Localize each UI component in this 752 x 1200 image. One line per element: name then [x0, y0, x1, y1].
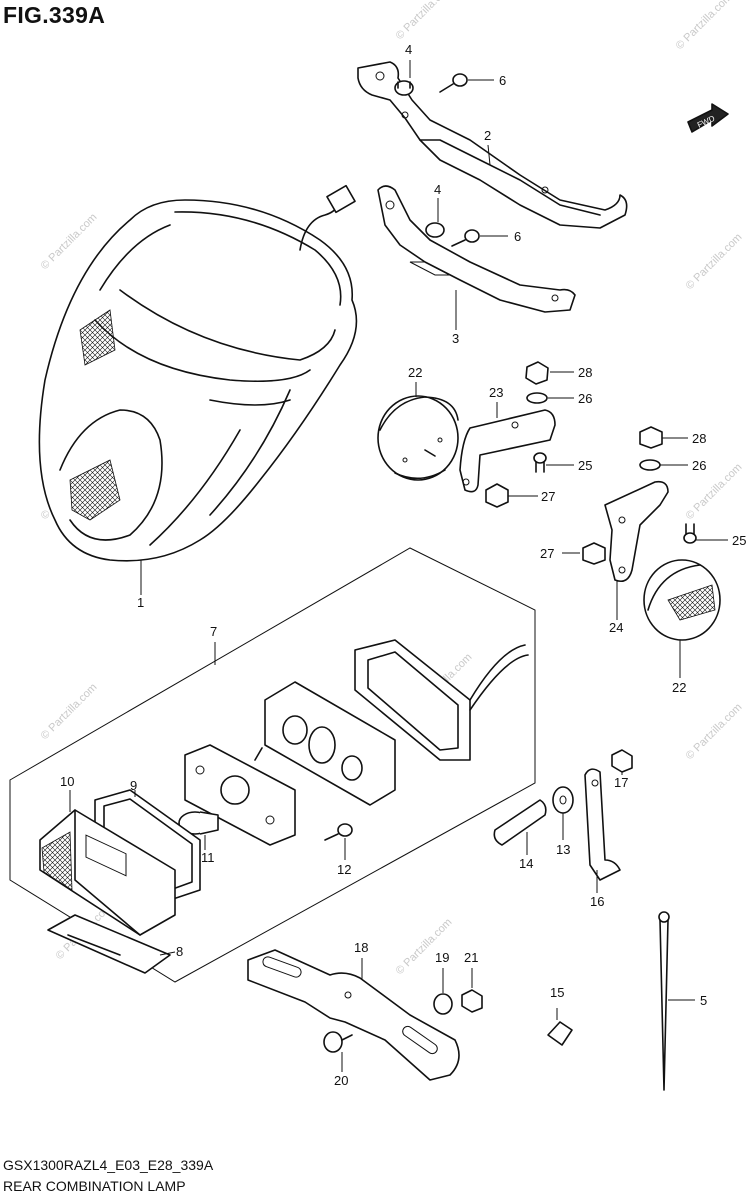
fwd-arrow-icon: FWD [687, 103, 729, 133]
bracket-16 [584, 768, 621, 881]
nut-21 [461, 989, 483, 1013]
figure-name: REAR COMBINATION LAMP [3, 1178, 186, 1194]
bolt-25-left [533, 452, 547, 473]
bracket-24 [604, 480, 669, 583]
cable-tie-5 [658, 911, 670, 1091]
license-lamp-kit-outline [9, 547, 536, 983]
callout-27-left: 27 [541, 489, 555, 504]
callout-6-upper: 6 [499, 73, 506, 88]
rear-combination-lamp-housing [38, 184, 358, 562]
callout-4-lower: 4 [434, 182, 441, 197]
screw-6-upper [439, 73, 468, 93]
bracket-23 [459, 409, 556, 493]
callout-28-right: 28 [692, 431, 706, 446]
callout-21: 21 [464, 950, 478, 965]
leader-lines [69, 60, 728, 1072]
callout-9: 9 [130, 778, 137, 793]
nut-27-left [485, 483, 509, 508]
watermark: © Partzilla.com [674, 0, 735, 52]
callout-2: 2 [484, 128, 491, 143]
reflector-22-right [643, 559, 721, 641]
callout-17: 17 [614, 775, 628, 790]
callout-14: 14 [519, 856, 533, 871]
callout-28-left: 28 [578, 365, 592, 380]
watermark: © Partzilla.com [684, 231, 745, 292]
bracket-3 [377, 185, 576, 313]
nut-28-left [525, 361, 549, 385]
callout-18: 18 [354, 940, 368, 955]
callout-10: 10 [60, 774, 74, 789]
callout-22-right: 22 [672, 680, 686, 695]
lens-10 [39, 809, 176, 936]
bulb-11 [178, 811, 219, 835]
watermark: © Partzilla.com [39, 211, 100, 272]
callout-26-right: 26 [692, 458, 706, 473]
callout-8: 8 [176, 944, 183, 959]
figure-code: GSX1300RAZL4_E03_E28_339A [3, 1157, 214, 1173]
washer-13 [552, 786, 574, 814]
callout-12: 12 [337, 862, 351, 877]
callout-6-lower: 6 [514, 229, 521, 244]
callout-27-right: 27 [540, 546, 554, 561]
bolt-25-right [683, 523, 697, 544]
nut-27-right [582, 542, 606, 565]
bracket-18 [247, 949, 460, 1081]
callout-numbers: 1 2 3 4 4 5 6 6 7 8 9 10 11 12 13 14 15 … [60, 42, 746, 1088]
callout-20: 20 [334, 1073, 348, 1088]
callout-25-right: 25 [732, 533, 746, 548]
bolt-4-lower [425, 222, 445, 238]
callout-15: 15 [550, 985, 564, 1000]
screw-6-lower [451, 229, 480, 247]
callout-16: 16 [590, 894, 604, 909]
callout-4-upper: 4 [405, 42, 412, 57]
callout-5: 5 [700, 993, 707, 1008]
figure-title: FIG.339A [3, 2, 106, 28]
washer-19 [433, 993, 453, 1015]
callout-11: 11 [201, 850, 215, 865]
callout-7: 7 [210, 624, 217, 639]
callout-24: 24 [609, 620, 623, 635]
license-plate-cover-8 [47, 914, 171, 974]
washer-26-right [639, 459, 661, 471]
nut-28-right [639, 426, 663, 449]
watermark: © Partzilla.com [394, 0, 455, 42]
callout-3: 3 [452, 331, 459, 346]
bolt-4-upper [394, 80, 414, 96]
callout-23: 23 [489, 385, 503, 400]
lamp-socket-case [264, 681, 396, 806]
callout-25-left: 25 [578, 458, 592, 473]
watermark: © Partzilla.com [394, 916, 455, 977]
reflector-22-left [377, 395, 459, 481]
bracket-2 [357, 61, 628, 229]
callout-19: 19 [435, 950, 449, 965]
clip-15 [547, 1021, 573, 1046]
washer-26-left [526, 392, 548, 404]
nut-17 [611, 749, 633, 773]
lamp-base-gasket [354, 639, 529, 761]
lamp-holder [184, 744, 296, 846]
callout-1: 1 [137, 595, 144, 610]
watermark: © Partzilla.com [684, 701, 745, 762]
callout-22-left: 22 [408, 365, 422, 380]
spacer-14 [493, 799, 547, 846]
callout-26-left: 26 [578, 391, 592, 406]
screw-12 [324, 823, 353, 841]
screw-20 [323, 1031, 353, 1053]
callout-13: 13 [556, 842, 570, 857]
